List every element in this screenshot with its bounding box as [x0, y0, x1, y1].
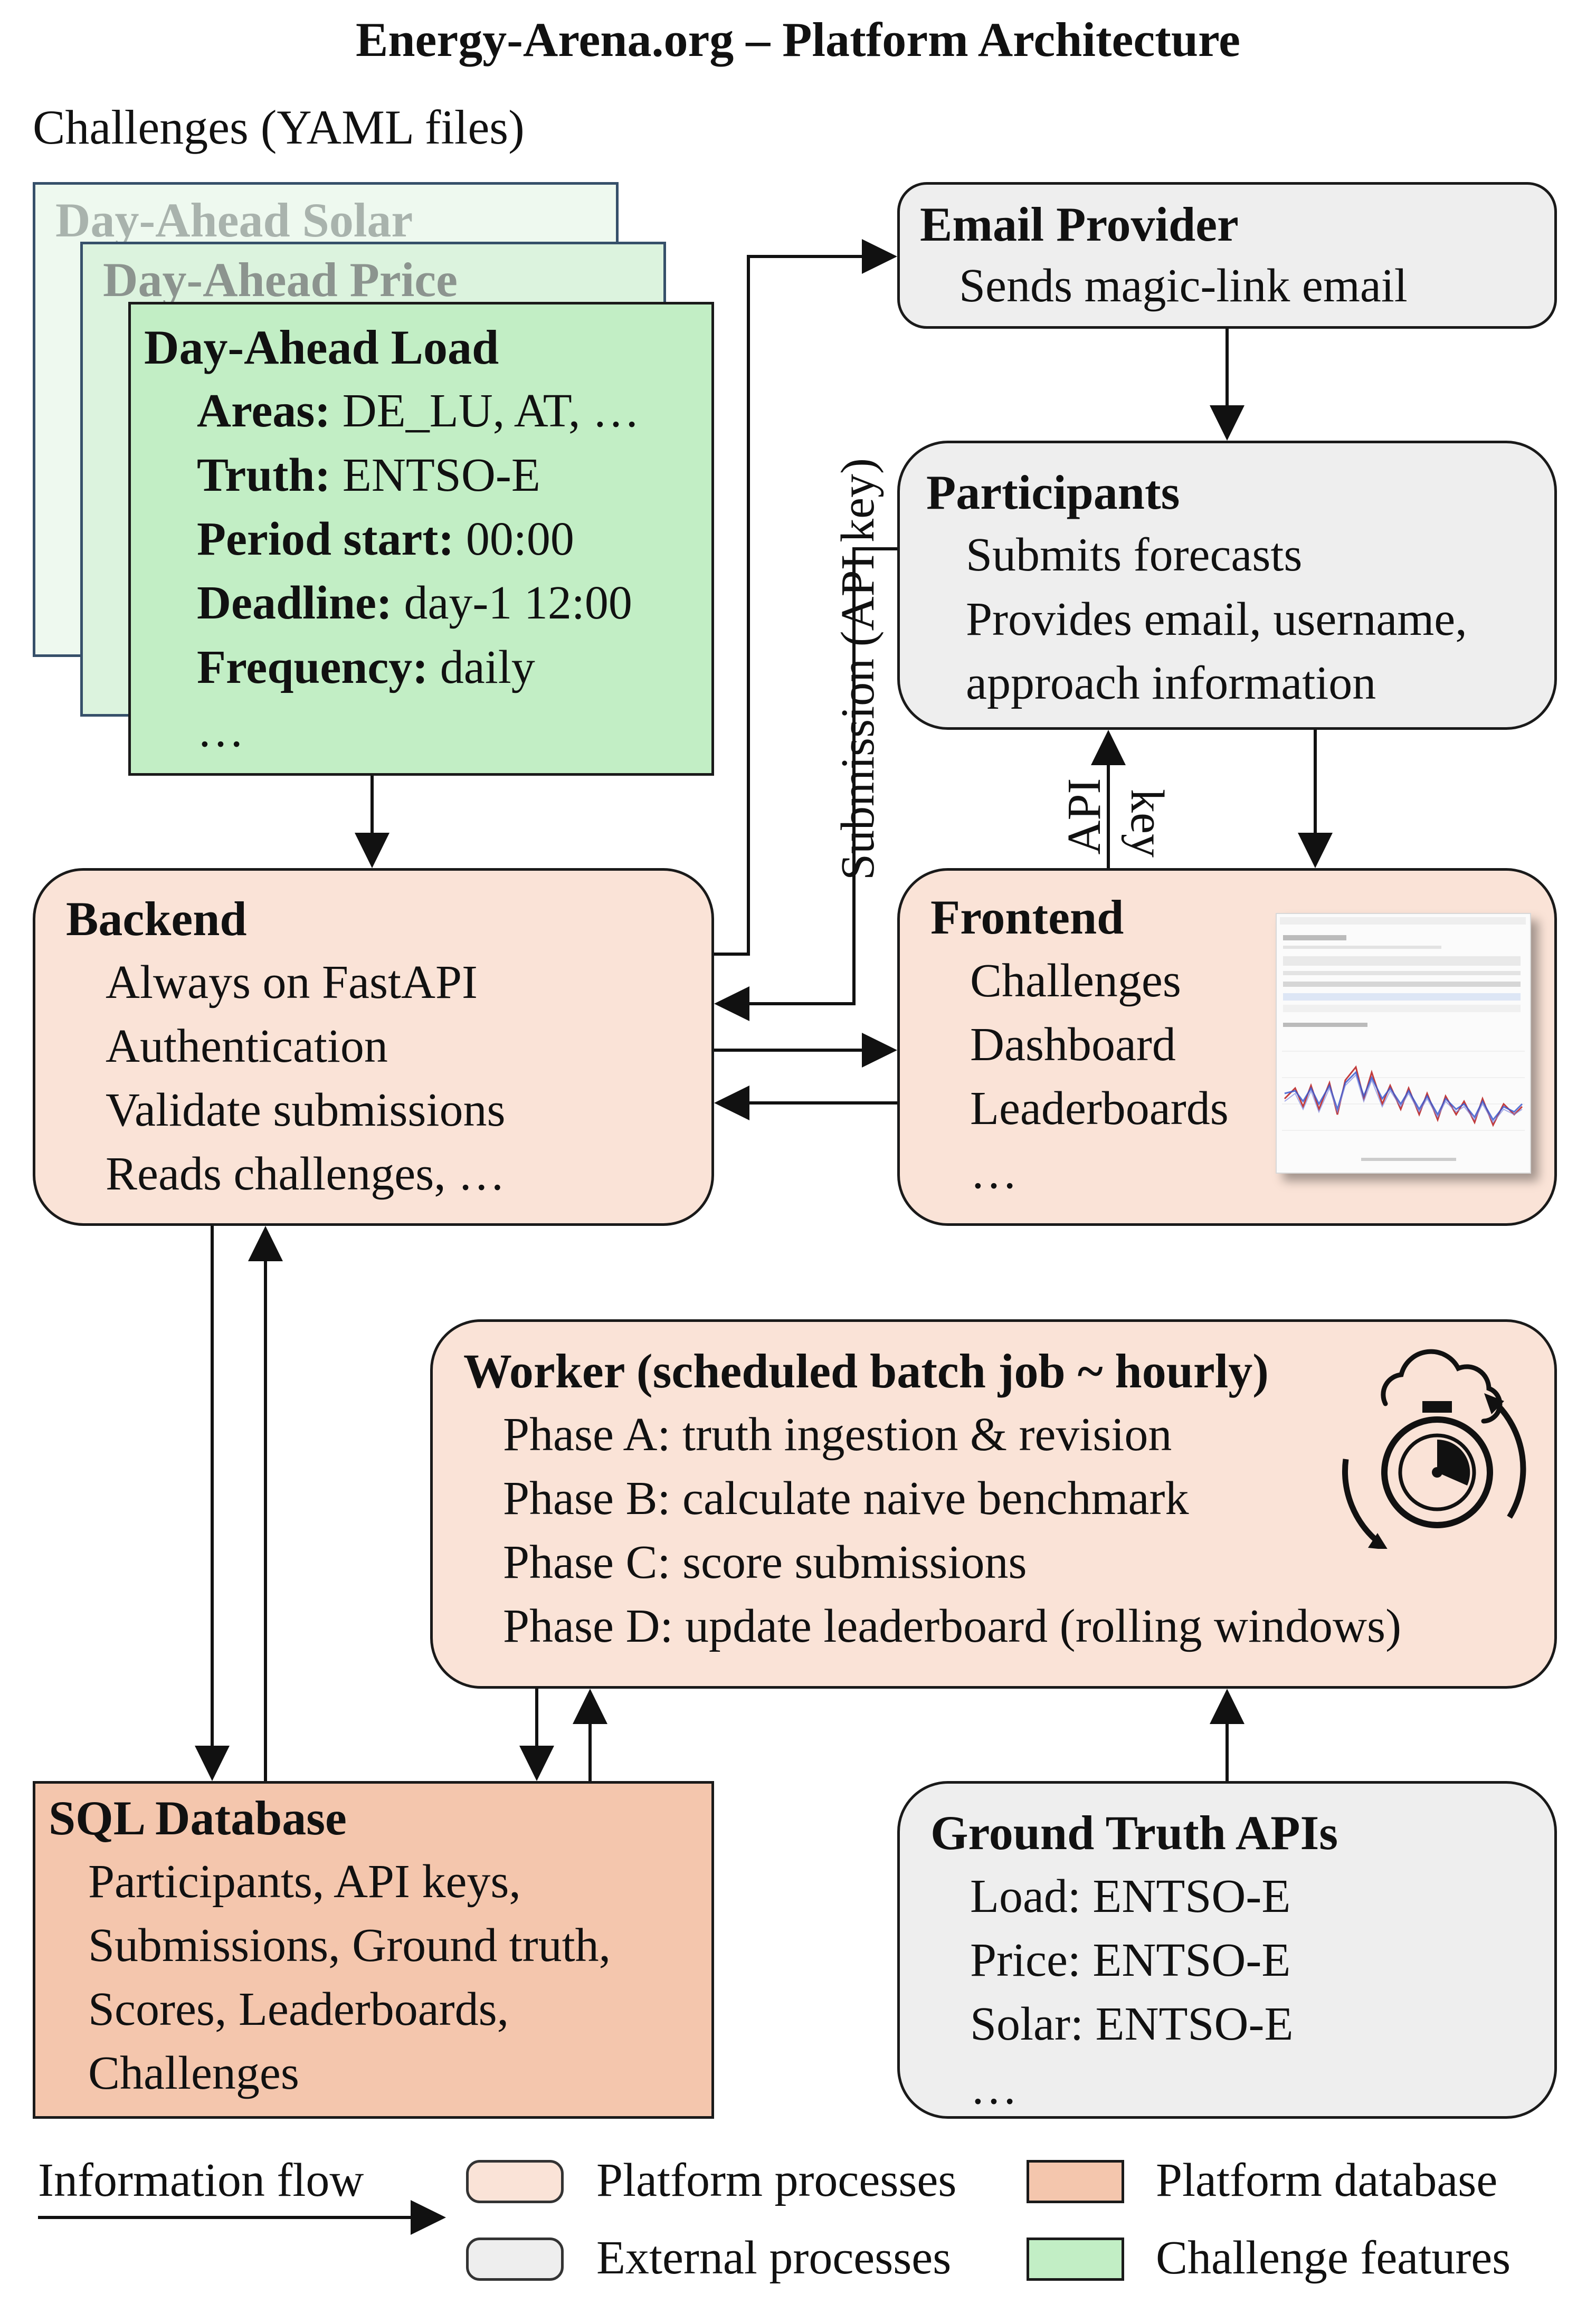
participants-box: Participants Submits forecasts Provides …: [897, 441, 1557, 730]
legend-information-flow: Information flow: [38, 2154, 364, 2206]
arrowhead: [714, 1086, 749, 1120]
challenge-card-load-title: Day-Ahead Load: [144, 320, 499, 374]
challenge-field-truth: Truth: ENTSO-E: [197, 449, 540, 501]
frontend-line: Challenges: [970, 955, 1181, 1007]
worker-phase-line: Phase C: score submissions: [503, 1536, 1027, 1588]
frontend-line: …: [970, 1146, 1018, 1198]
backend-line: Authentication: [106, 1020, 388, 1072]
frontend-box: Frontend Challenges Dashboard Leaderboar…: [897, 868, 1557, 1226]
backend-title: Backend: [66, 892, 247, 946]
legend-swatch-platform-database: [1027, 2160, 1124, 2203]
sql-database-box: SQL Database Participants, API keys, Sub…: [33, 1781, 714, 2119]
arrowhead: [573, 1689, 607, 1724]
backend-line: Reads challenges, …: [106, 1148, 506, 1200]
sql-database-line: Scores, Leaderboards,: [88, 1983, 509, 2035]
arrowhead: [1210, 1689, 1244, 1724]
challenges-label: Challenges (YAML files): [33, 100, 525, 154]
challenge-card-solar-title: Day-Ahead Solar: [55, 193, 413, 247]
worker-phase-line: Phase B: calculate naive benchmark: [503, 1472, 1189, 1525]
legend-external-processes: External processes: [596, 2232, 952, 2284]
arrowhead: [195, 1746, 230, 1781]
ground-truth-line: Load: ENTSO-E: [970, 1870, 1291, 1922]
ground-truth-apis-box: Ground Truth APIs Load: ENTSO-E Price: E…: [897, 1781, 1557, 2119]
edge-label-key: key: [1121, 789, 1173, 858]
cloud-stopwatch-cycle-icon: [1342, 1349, 1526, 1549]
arrow-participants-to-backend: [748, 547, 897, 1005]
arrow-backend-to-email: [714, 255, 866, 956]
legend-swatch-platform-processes: [466, 2160, 564, 2203]
participants-title: Participants: [926, 465, 1180, 519]
ground-truth-line: …: [970, 2062, 1018, 2114]
arrowhead: [714, 986, 749, 1021]
worker-phase-line: Phase D: update leaderboard (rolling win…: [503, 1600, 1402, 1652]
ground-truth-apis-title: Ground Truth APIs: [930, 1806, 1338, 1860]
legend-arrowhead: [411, 2200, 446, 2235]
legend-swatch-challenge-features: [1027, 2238, 1124, 2281]
sql-database-line: Submissions, Ground truth,: [88, 1919, 611, 1972]
sql-database-line: Participants, API keys,: [88, 1855, 521, 1908]
arrowhead: [862, 239, 897, 274]
backend-line: Validate submissions: [106, 1084, 506, 1136]
edge-label-api: API: [1058, 778, 1110, 855]
arrowhead: [248, 1226, 283, 1261]
backend-line: Always on FastAPI: [106, 956, 478, 1008]
worker-phase-line: Phase A: truth ingestion & revision: [503, 1408, 1172, 1461]
frontend-line: Leaderboards: [970, 1082, 1229, 1135]
diagram-title: Energy-Arena.org – Platform Architecture: [356, 13, 1240, 66]
challenge-card-price-title: Day-Ahead Price: [103, 253, 458, 307]
backend-box: Backend Always on FastAPI Authentication…: [33, 868, 714, 1226]
email-provider-box: Email Provider Sends magic-link email: [897, 182, 1557, 329]
arrowhead: [1298, 833, 1333, 868]
participants-line: Submits forecasts: [966, 529, 1303, 581]
legend-platform-processes: Platform processes: [596, 2154, 957, 2206]
email-provider-line: Sends magic-link email: [959, 260, 1408, 312]
frontend-title: Frontend: [930, 890, 1124, 944]
worker-box: Worker (scheduled batch job ~ hourly) Ph…: [430, 1319, 1557, 1689]
sql-database-line: Challenges: [88, 2047, 299, 2099]
email-provider-title: Email Provider: [920, 197, 1239, 251]
challenge-field-frequency: Frequency: daily: [197, 641, 535, 693]
participants-line: Provides email, username,: [966, 593, 1467, 645]
edge-label-submission: Submission (API key): [832, 458, 884, 881]
ground-truth-line: Solar: ENTSO-E: [970, 1998, 1294, 2050]
challenge-field-deadline: Deadline: day-1 12:00: [197, 577, 632, 629]
arrowhead: [355, 833, 390, 868]
challenge-field-period-start: Period start: 00:00: [197, 513, 574, 565]
challenge-card-load: Day-Ahead Load Areas: DE_LU, AT, … Truth…: [128, 302, 714, 776]
challenge-field-areas: Areas: DE_LU, AT, …: [197, 385, 640, 437]
frontend-line: Dashboard: [970, 1018, 1176, 1071]
participants-line: approach information: [966, 657, 1376, 709]
arrowhead: [519, 1746, 554, 1781]
sql-database-title: SQL Database: [49, 1791, 347, 1845]
arrowhead: [1091, 730, 1126, 765]
dashboard-screenshot-thumbnail: [1276, 913, 1531, 1174]
forecast-chart-thumbnail: [1282, 1051, 1525, 1161]
legend-platform-database: Platform database: [1156, 2154, 1498, 2206]
arrowhead: [1210, 405, 1244, 441]
challenge-field-more: …: [197, 704, 244, 757]
ground-truth-line: Price: ENTSO-E: [970, 1934, 1291, 1986]
legend-swatch-external-processes: [466, 2238, 564, 2281]
arrowhead: [862, 1033, 897, 1068]
legend-challenge-features: Challenge features: [1156, 2232, 1511, 2284]
worker-title: Worker (scheduled batch job ~ hourly): [463, 1344, 1269, 1398]
